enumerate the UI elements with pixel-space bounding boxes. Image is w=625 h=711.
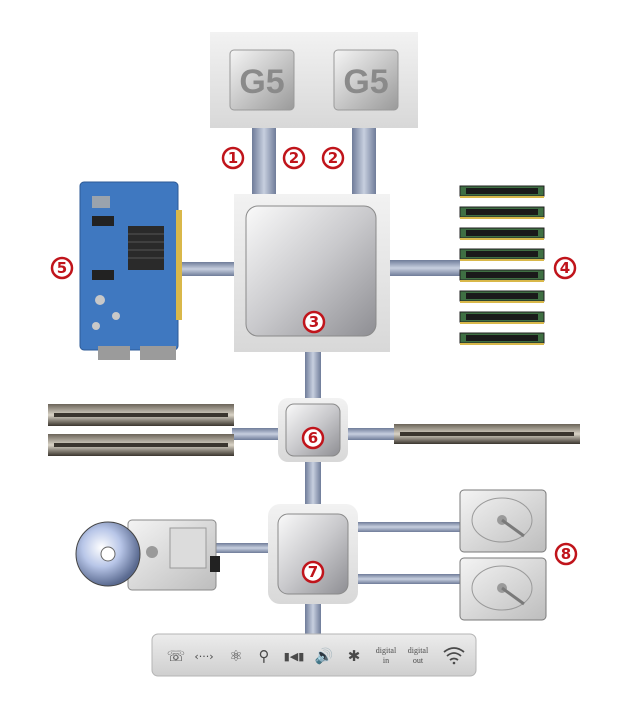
digital-in-label-line1: digital [376, 646, 397, 655]
processor-1-label: G5 [239, 63, 284, 101]
audio-line-icon: ▮◀▮ [284, 650, 305, 663]
speaker-icon: 🔊 [315, 646, 334, 665]
svg-text:2: 2 [289, 149, 299, 167]
processor-1: G5 [210, 32, 314, 128]
callout-8: 8 [554, 542, 578, 566]
usb-icon: ⚲ [259, 647, 270, 665]
processor-2-label: G5 [343, 63, 388, 101]
pci-x-slot-right [394, 424, 580, 444]
hard-drive-bottom [459, 557, 547, 621]
svg-text:5: 5 [57, 259, 67, 277]
digital-out-label-line1: digital [408, 646, 429, 655]
svg-text:8: 8 [561, 545, 571, 563]
svg-text:2: 2 [328, 149, 338, 167]
bus-io-to-optical [214, 543, 270, 553]
bus-pcix-to-right-slot [346, 428, 394, 440]
callout-5: 5 [50, 256, 74, 280]
callout-4: 4 [553, 256, 577, 280]
bus-io-to-ports [305, 600, 321, 636]
bus-io-to-hdd-bottom [356, 574, 460, 584]
io-ports-panel: ☏ ‹···› ⚛ ⚲ ▮◀▮ 🔊 ✱ digital in digital o… [151, 633, 477, 677]
callout-2b: 2 [321, 146, 345, 170]
digital-out-label-line2: out [413, 656, 424, 665]
optical-drive [75, 519, 220, 591]
callout-2a: 2 [282, 146, 306, 170]
bus-pcix-to-left-slots [232, 428, 282, 440]
bus-lines [180, 128, 460, 636]
callouts: 1 2 2 3 4 5 6 7 [50, 146, 578, 584]
ethernet-icon: ‹···› [194, 650, 213, 663]
graphics-card [79, 181, 182, 360]
callout-7: 7 [301, 560, 325, 584]
io-controller-chip [268, 504, 358, 604]
bus-cpu1-to-northbridge [252, 128, 276, 198]
svg-text:1: 1 [228, 149, 238, 167]
wifi-icon [443, 647, 465, 665]
modem-phone-icon: ☏ [167, 647, 186, 665]
pci-x-slots-left [48, 404, 234, 456]
callout-1: 1 [221, 146, 245, 170]
callout-6: 6 [301, 426, 325, 450]
bus-io-to-hdd-top [356, 522, 460, 532]
svg-text:6: 6 [308, 429, 318, 447]
memory-modules [459, 185, 545, 345]
callout-3: 3 [302, 310, 326, 334]
svg-text:7: 7 [308, 563, 318, 581]
firewire-icon: ⚛ [229, 647, 242, 665]
hard-drive-top [459, 489, 547, 553]
svg-text:3: 3 [309, 313, 319, 331]
bus-northbridge-to-pcix-bridge [305, 352, 321, 400]
bus-pcix-to-io [305, 460, 321, 508]
bus-northbridge-to-ram [388, 260, 460, 276]
bus-cpu2-to-northbridge [352, 128, 376, 198]
processor-2: G5 [314, 32, 418, 128]
bus-graphics-to-northbridge [180, 262, 238, 276]
bluetooth-icon: ✱ [348, 647, 361, 665]
digital-in-label-line2: in [383, 656, 389, 665]
svg-text:4: 4 [560, 259, 570, 277]
